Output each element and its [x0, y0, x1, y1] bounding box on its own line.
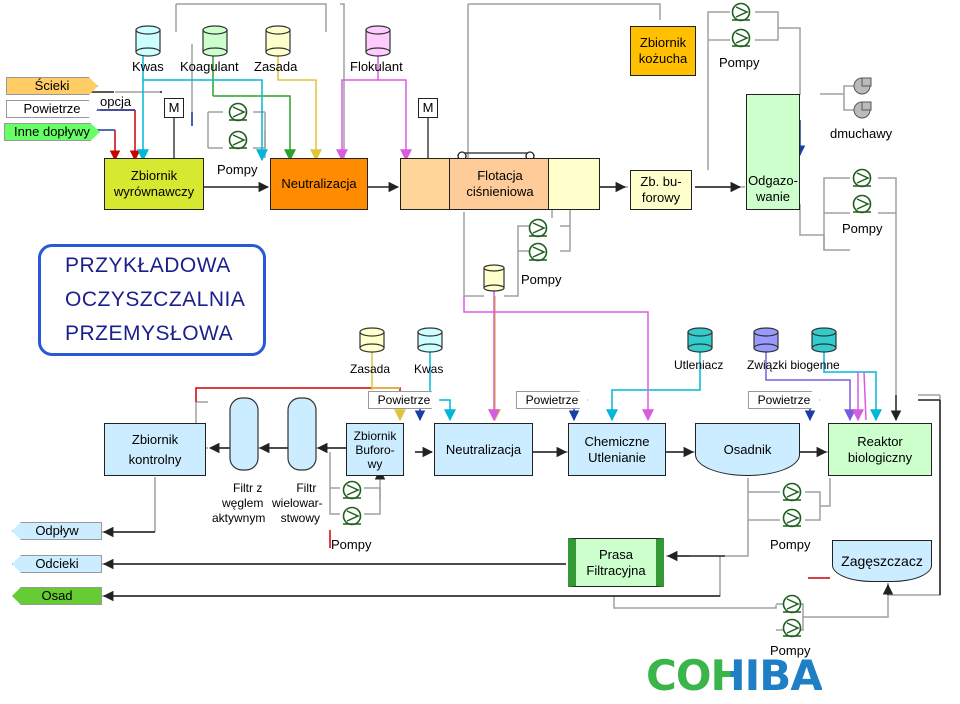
pump-label-right: Pompy — [842, 221, 883, 236]
chemiczne-utlenianie: Chemiczne Utlenianie — [568, 423, 666, 476]
osad-output: Osad — [12, 587, 102, 605]
zbiornik-wyrownawczy: Zbiornik wyrównawczy — [104, 158, 204, 210]
label-kwas-top: Kwas — [132, 59, 164, 74]
label-zasada-top: Zasada — [254, 59, 298, 74]
flotacja-inlet-section — [400, 158, 450, 210]
tank-kwas-top — [135, 25, 161, 57]
filtr-wielowarstwowy-label: Filtr wielowar- stwowy — [272, 481, 323, 525]
zageszczacz: Zagęszczacz — [832, 540, 932, 582]
pump-label-bottom-low: Pompy — [770, 643, 810, 658]
scieki-input: Ścieki — [6, 77, 98, 95]
title-box: PRZYKŁADOWA OCZYSZCZALNIA PRZEMYSŁOWA — [38, 244, 266, 356]
inne-doplywy-input: Inne dopływy — [4, 123, 100, 141]
label-zasada-mid: Zasada — [350, 362, 391, 376]
title-line-2: OCZYSZCZALNIA — [65, 288, 246, 311]
label-flokulant: Flokulant — [350, 59, 403, 74]
zbiornik-kontrolny: Zbiornik kontrolny — [104, 423, 206, 476]
odcieki-output: Odcieki — [12, 555, 102, 573]
motor-2: M — [418, 98, 438, 118]
label-utleniacz: Utleniacz — [674, 358, 724, 372]
cohiba-logo: COHIBA — [646, 651, 823, 700]
pump-label-mid: Pompy — [521, 272, 562, 287]
label-koagulant: Koagulant — [180, 59, 239, 74]
motor-1: M — [164, 98, 184, 118]
title-line-3: PRZEMYSŁOWA — [65, 322, 234, 345]
prasa-filtracyjna: Prasa Filtracyjna — [568, 538, 664, 587]
dmuchawy-label: dmuchawy — [830, 126, 893, 141]
flotacja-outlet-section — [548, 158, 600, 210]
pump-label-top-left: Pompy — [217, 162, 258, 177]
odgazowanie: Odgazo- wanie — [746, 94, 800, 210]
label-kwas-mid: Kwas — [414, 362, 444, 376]
pump-label-bottom-right: Pompy — [770, 537, 811, 552]
air-tag-3: Powietrze — [748, 391, 820, 409]
opcja-label: opcja — [100, 94, 132, 109]
powietrze-input: Powietrze — [6, 100, 98, 118]
zb-buforowy-top: Zb. bu- forowy — [630, 170, 692, 210]
title-line-1: PRZYKŁADOWA — [65, 254, 231, 277]
odplyw-output: Odpływ — [12, 522, 102, 540]
pump-label-kozucha: Pompy — [719, 55, 760, 70]
zbiornik-buforowy-bottom: Zbiornik Buforo- wy — [346, 423, 404, 476]
label-zwiazki-biogenne: Związki biogenne — [747, 358, 840, 372]
reaktor-biologiczny: Reaktor biologiczny — [828, 423, 932, 476]
air-tag-2: Powietrze — [516, 391, 588, 409]
pump-label-bottom-left: Pompy — [331, 537, 372, 552]
neutralizacja-bottom: Neutralizacja — [434, 423, 533, 476]
air-tag-1: Powietrze — [368, 391, 440, 409]
osadnik: Osadnik — [695, 423, 800, 476]
neutralizacja-top: Neutralizacja — [270, 158, 368, 210]
zbiornik-kozucha: Zbiornik kożucha — [630, 26, 696, 76]
filtr-wegiel-label: Filtr z węglem aktywnym — [212, 481, 266, 525]
